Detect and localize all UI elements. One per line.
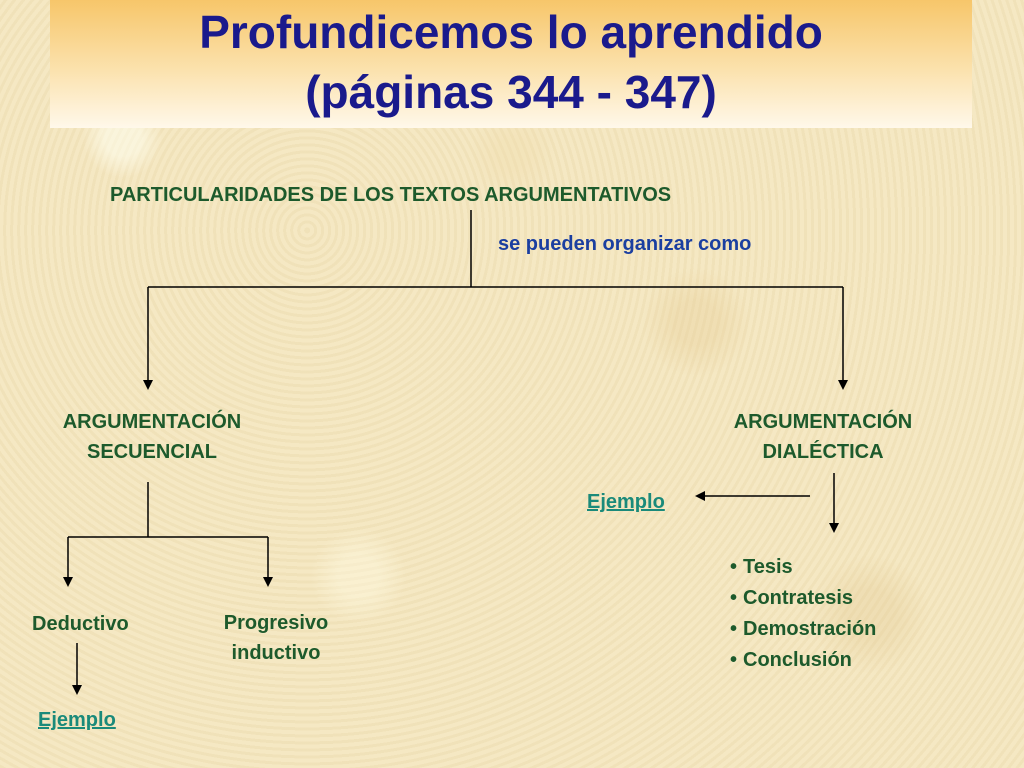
- list-item-tesis: Tesis: [730, 552, 876, 583]
- title-line-2: (páginas 344 - 347): [305, 66, 717, 118]
- list-item-conclusion: Conclusión: [730, 645, 876, 676]
- node-argumentacion-dialectica: ARGUMENTACIÓN DIALÉCTICA: [703, 407, 943, 467]
- progresivo-line-2: inductivo: [231, 642, 321, 664]
- node-deductivo: Deductivo: [32, 613, 129, 635]
- ejemplo-secuencial-link[interactable]: Ejemplo: [38, 709, 116, 731]
- dialectica-line-1: ARGUMENTACIÓN: [733, 411, 913, 433]
- progresivo-line-1: Progresivo: [223, 612, 329, 634]
- node-argumentacion-secuencial: ARGUMENTACIÓN SECUENCIAL: [32, 407, 272, 467]
- dialectica-line-2: DIALÉCTICA: [762, 441, 884, 463]
- title-line-1: Profundicemos lo aprendido: [199, 6, 823, 58]
- slide-title: Profundicemos lo aprendido (páginas 344 …: [50, 2, 972, 122]
- secuencial-line-2: SECUENCIAL: [86, 441, 217, 463]
- list-item-contratesis: Contratesis: [730, 583, 876, 614]
- ejemplo-dialectica-link[interactable]: Ejemplo: [587, 491, 665, 513]
- secuencial-line-1: ARGUMENTACIÓN: [62, 411, 242, 433]
- title-band: [50, 0, 972, 128]
- root-node: PARTICULARIDADES DE LOS TEXTOS ARGUMENTA…: [110, 184, 672, 206]
- list-item-demostracion: Demostración: [730, 614, 876, 645]
- dialectica-items-list: Tesis Contratesis Demostración Conclusió…: [730, 552, 876, 676]
- node-progresivo-inductivo: Progresivo inductivo: [198, 608, 354, 668]
- connector-label: se pueden organizar como: [498, 233, 752, 255]
